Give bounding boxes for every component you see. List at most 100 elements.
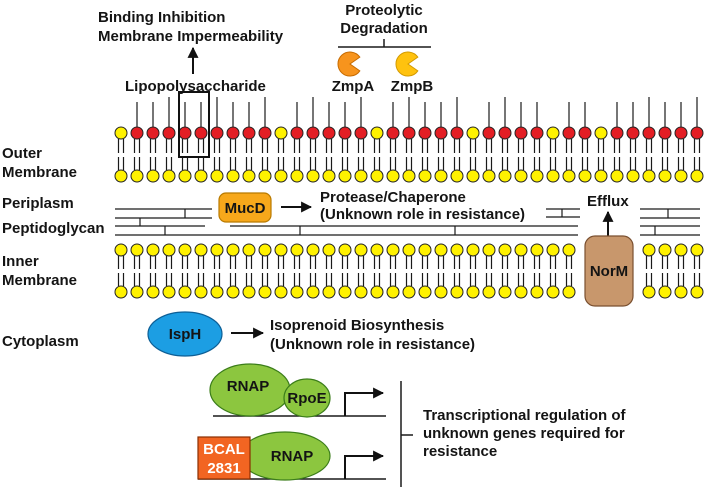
rpoe-sigma-factor bbox=[283, 378, 331, 418]
inner-leaflet-phospholipid-head bbox=[114, 169, 128, 183]
rnap-label: RNAP bbox=[227, 378, 270, 395]
inner-leaflet-phospholipid-head bbox=[338, 169, 352, 183]
zmpa-protease-icon bbox=[337, 51, 361, 77]
inner-leaflet-phospholipid-head bbox=[354, 169, 368, 183]
inner-membrane-phospholipid-head bbox=[386, 285, 400, 299]
bcal2831-regulator bbox=[197, 436, 251, 480]
inner-membrane-phospholipid-head bbox=[466, 243, 480, 257]
lps-head bbox=[146, 126, 160, 140]
inner-leaflet-phospholipid-head bbox=[418, 169, 432, 183]
inner-membrane-phospholipid-head bbox=[546, 243, 560, 257]
lps-effect-label: Binding Inhibition bbox=[98, 9, 225, 26]
inner-leaflet-phospholipid-head bbox=[658, 169, 672, 183]
inner-membrane-phospholipid-head bbox=[338, 285, 352, 299]
peptidoglycan-label: Peptidoglycan bbox=[2, 220, 105, 237]
inner-leaflet-phospholipid-head bbox=[274, 169, 288, 183]
lps-head bbox=[482, 126, 496, 140]
inner-membrane-phospholipid-head bbox=[690, 285, 704, 299]
isph-enzyme bbox=[147, 311, 223, 357]
lps-head bbox=[194, 126, 208, 140]
inner-membrane-phospholipid-head bbox=[242, 285, 256, 299]
inner-membrane-lipid-tails bbox=[117, 256, 701, 286]
inner-leaflet-phospholipid-head bbox=[690, 169, 704, 183]
inner-membrane-phospholipid-head bbox=[114, 285, 128, 299]
lps-head bbox=[498, 126, 512, 140]
inner-membrane-phospholipid-head bbox=[258, 243, 272, 257]
inner-membrane-phospholipid-head bbox=[274, 285, 288, 299]
inner-leaflet-phospholipid-head bbox=[370, 169, 384, 183]
inner-membrane-phospholipid-head bbox=[402, 285, 416, 299]
mucd-function-label: Protease/Chaperone bbox=[320, 189, 466, 206]
inner-membrane-phospholipid-head bbox=[658, 243, 672, 257]
inner-membrane-phospholipid-head bbox=[194, 243, 208, 257]
cytoplasm-label: Cytoplasm bbox=[2, 333, 79, 350]
inner-membrane-phospholipid-head bbox=[498, 243, 512, 257]
inner-membrane-phospholipid-head bbox=[242, 243, 256, 257]
inner-membrane-phospholipid-head bbox=[514, 243, 528, 257]
lps-head bbox=[610, 126, 624, 140]
inner-leaflet-phospholipid-head bbox=[178, 169, 192, 183]
bcal2831-label: 2831 bbox=[207, 460, 240, 477]
norm-label: NorM bbox=[590, 263, 628, 280]
inner-membrane-phospholipid-head bbox=[290, 285, 304, 299]
inner-membrane-phospholipid-head bbox=[562, 243, 576, 257]
inner-leaflet-phospholipid-head bbox=[642, 169, 656, 183]
inner-membrane-phospholipid-head bbox=[434, 285, 448, 299]
outer-membrane-lipid-heads bbox=[114, 126, 704, 183]
zmpb-protease-icon bbox=[395, 51, 419, 77]
inner-leaflet-phospholipid-head bbox=[626, 169, 640, 183]
outer-membrane-label: Membrane bbox=[2, 164, 77, 181]
lps-head bbox=[578, 126, 592, 140]
outer-leaflet-phospholipid-head bbox=[114, 126, 128, 140]
lps-head bbox=[626, 126, 640, 140]
lps-head bbox=[178, 126, 192, 140]
outer-leaflet-phospholipid-head bbox=[546, 126, 560, 140]
lps-o-antigen-chains bbox=[136, 97, 698, 127]
inner-leaflet-phospholipid-head bbox=[610, 169, 624, 183]
inner-membrane-phospholipid-head bbox=[466, 285, 480, 299]
rnap-label: RNAP bbox=[271, 448, 314, 465]
lps-head bbox=[130, 126, 144, 140]
inner-membrane-phospholipid-head bbox=[162, 285, 176, 299]
transcription-description: Transcriptional regulation of bbox=[423, 407, 627, 424]
inner-membrane-phospholipid-head bbox=[642, 285, 656, 299]
inner-membrane-phospholipid-head bbox=[450, 285, 464, 299]
inner-leaflet-phospholipid-head bbox=[146, 169, 160, 183]
inner-membrane-phospholipid-head bbox=[674, 243, 688, 257]
lps-head bbox=[418, 126, 432, 140]
inner-membrane-phospholipid-head bbox=[146, 243, 160, 257]
inner-membrane-phospholipid-head bbox=[386, 243, 400, 257]
inner-leaflet-phospholipid-head bbox=[210, 169, 224, 183]
mucd-protein bbox=[218, 192, 272, 223]
inner-membrane-label: Inner bbox=[2, 253, 39, 270]
inner-leaflet-phospholipid-head bbox=[482, 169, 496, 183]
lps-head bbox=[242, 126, 256, 140]
transcription-description: unknown genes required for bbox=[423, 425, 625, 442]
zmpa-label: ZmpA bbox=[332, 78, 375, 95]
inner-membrane-phospholipid-head bbox=[658, 285, 672, 299]
inner-membrane-phospholipid-head bbox=[306, 243, 320, 257]
lps-head bbox=[338, 126, 352, 140]
inner-membrane-phospholipid-head bbox=[450, 243, 464, 257]
inner-membrane-phospholipid-head bbox=[210, 285, 224, 299]
inner-leaflet-phospholipid-head bbox=[674, 169, 688, 183]
inner-leaflet-phospholipid-head bbox=[162, 169, 176, 183]
inner-membrane-phospholipid-head bbox=[562, 285, 576, 299]
bcal2831-label: BCAL bbox=[203, 441, 245, 458]
outer-leaflet-phospholipid-head bbox=[370, 126, 384, 140]
lps-head bbox=[210, 126, 224, 140]
lps-head bbox=[402, 126, 416, 140]
isph-function-label: Isoprenoid Biosynthesis bbox=[270, 317, 444, 334]
inner-membrane-label: Membrane bbox=[2, 272, 77, 289]
outer-leaflet-phospholipid-head bbox=[274, 126, 288, 140]
lps-head bbox=[322, 126, 336, 140]
lps-head bbox=[306, 126, 320, 140]
lps-label: Lipopolysaccharide bbox=[125, 78, 266, 95]
inner-leaflet-phospholipid-head bbox=[322, 169, 336, 183]
inner-membrane-phospholipid-head bbox=[146, 285, 160, 299]
inner-membrane-phospholipid-head bbox=[322, 243, 336, 257]
inner-membrane-phospholipid-head bbox=[178, 243, 192, 257]
lps-head bbox=[386, 126, 400, 140]
inner-membrane-phospholipid-head bbox=[434, 243, 448, 257]
inner-leaflet-phospholipid-head bbox=[546, 169, 560, 183]
